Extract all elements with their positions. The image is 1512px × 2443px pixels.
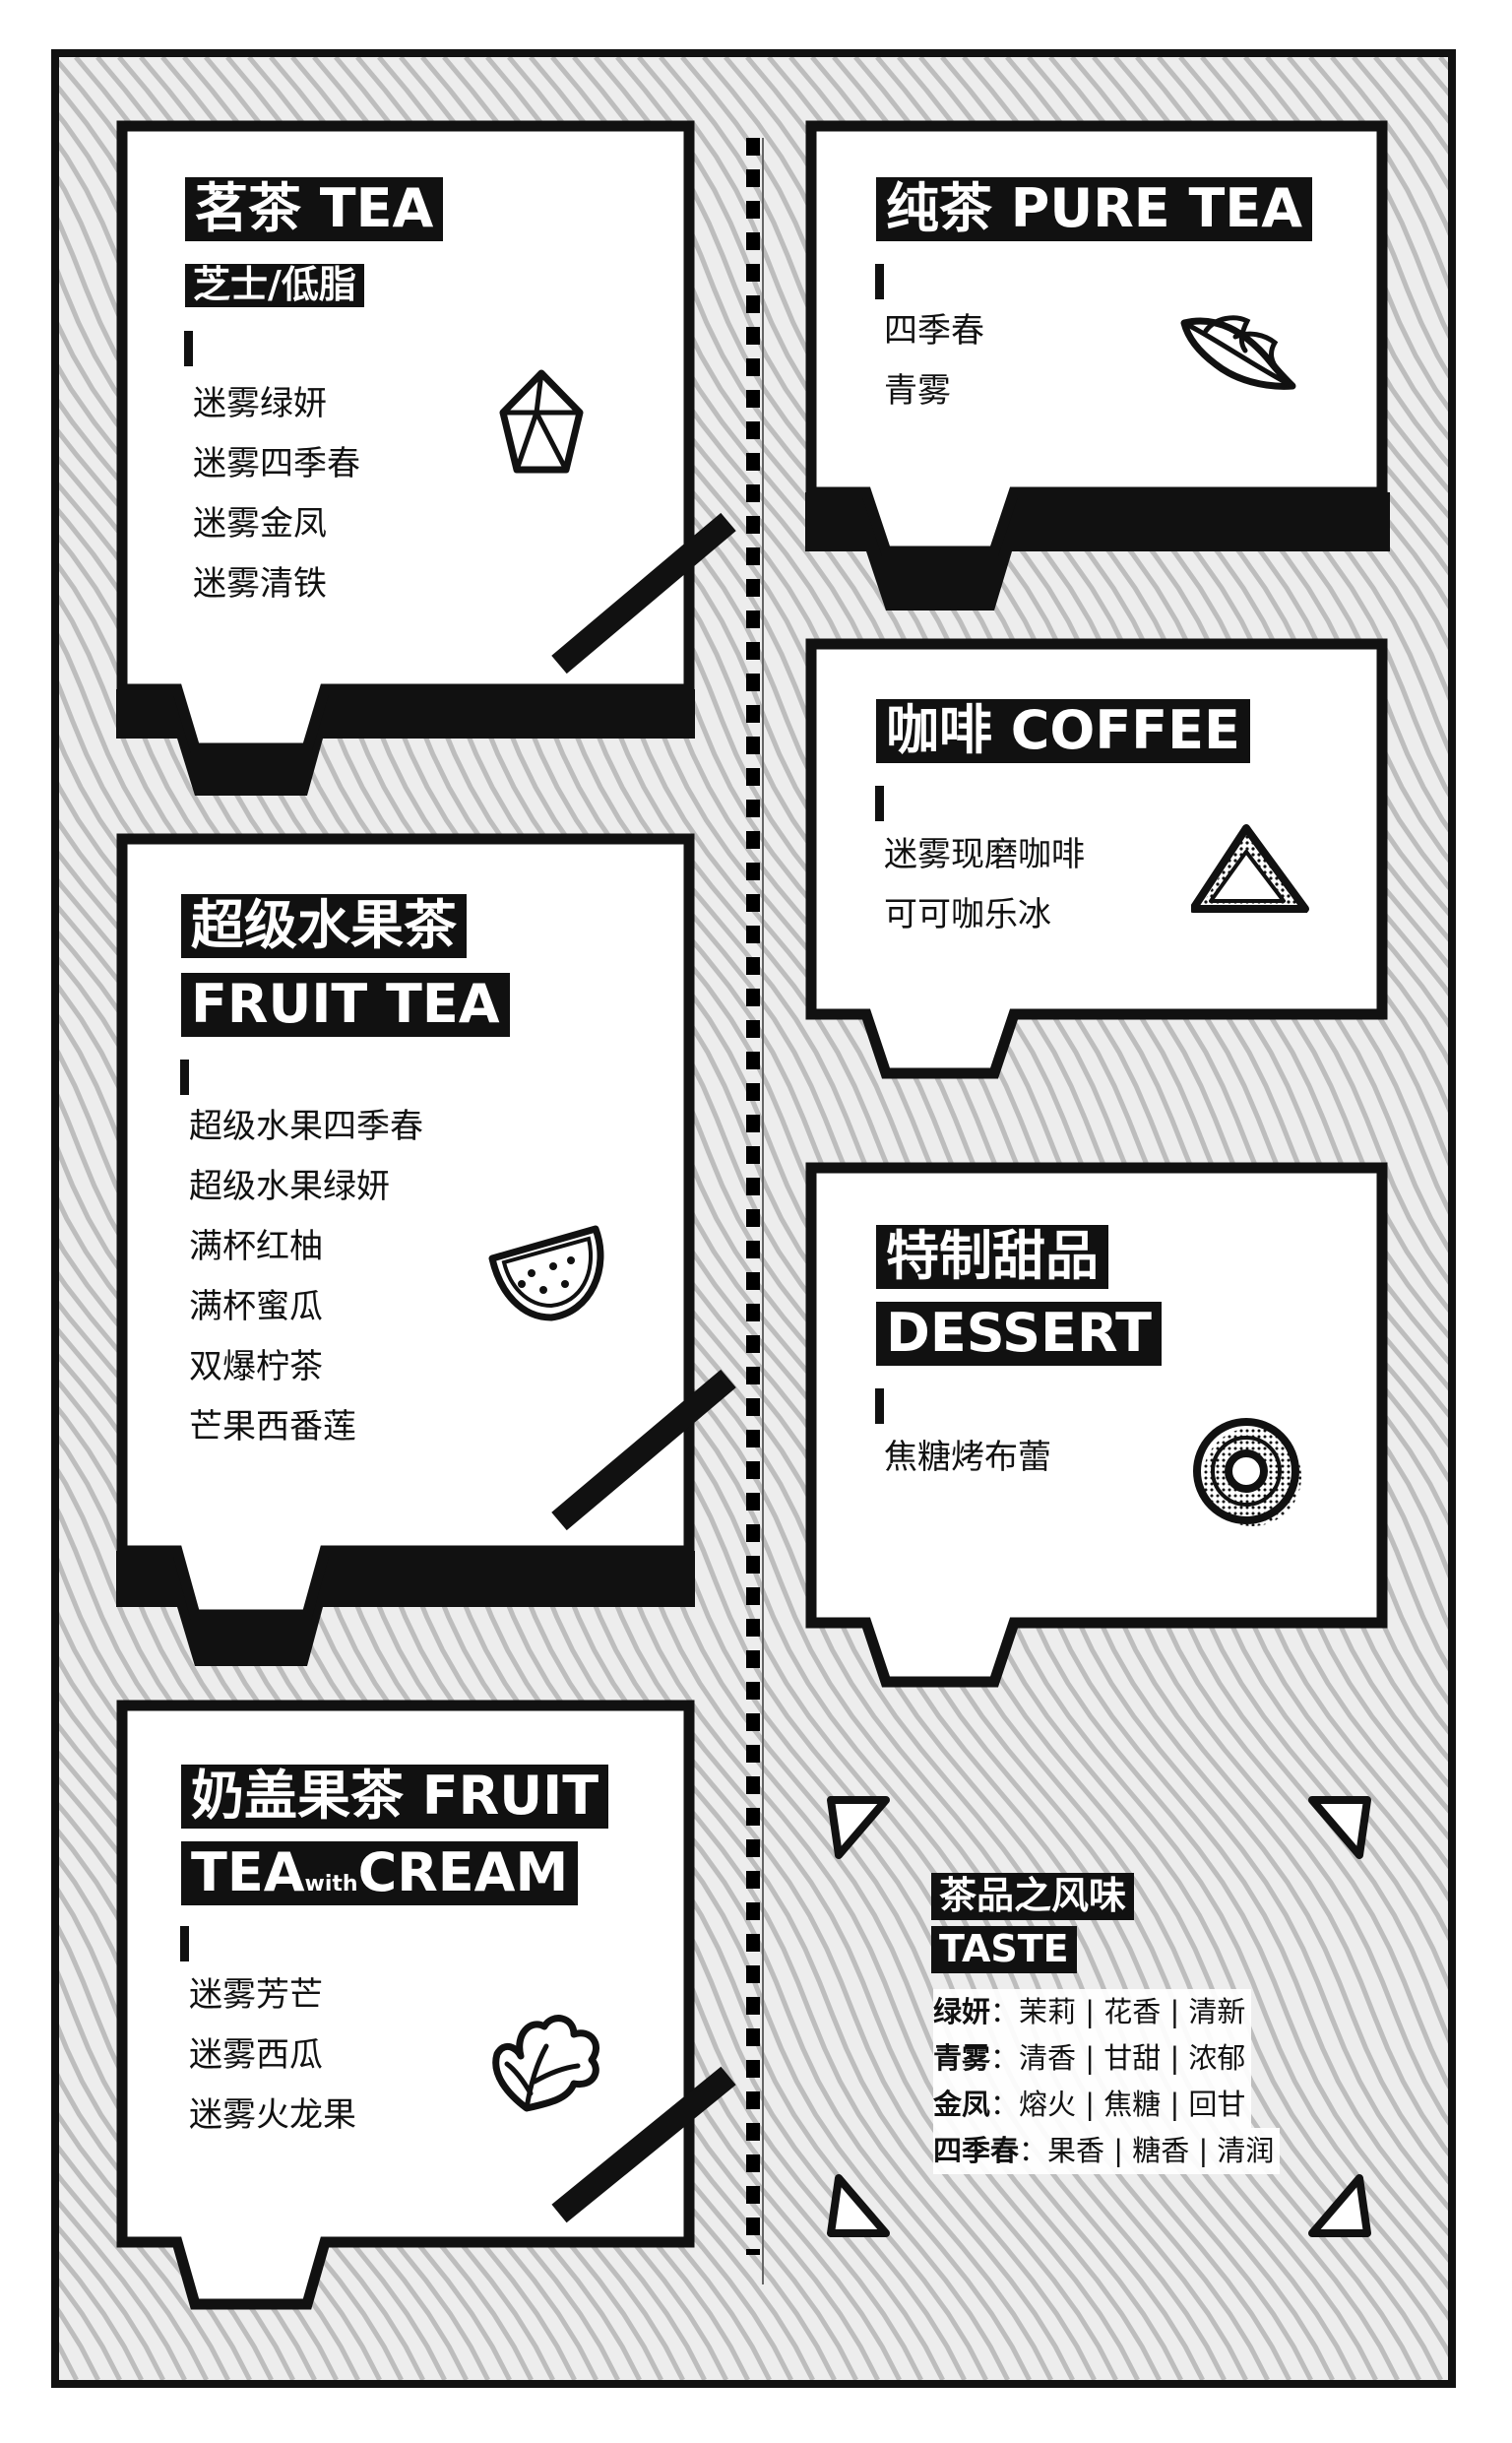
cream-tea-title-cream: CREAM xyxy=(357,1841,569,1903)
taste-title-cn: 茶品之风味 xyxy=(931,1873,1135,1920)
list-item: 迷雾绿妍 xyxy=(193,384,327,423)
taste-notes: ：茉莉 | 花香 | 清新 xyxy=(990,1995,1246,2028)
tea-title: 茗茶 TEA xyxy=(185,177,444,241)
fruit-tea-title-cn: 超级水果茶 xyxy=(181,894,467,958)
flower-leaf-icon xyxy=(492,2015,599,2112)
dessert-item-list: 焦糖烤布蕾 xyxy=(884,1428,1051,1488)
list-item: 满杯红柚 xyxy=(189,1227,323,1266)
taste-list: 绿妍：茉莉 | 花香 | 清新 青雾：清香 | 甘甜 | 浓郁 金凤：熔火 | … xyxy=(933,1989,1281,2174)
card-dessert-shape xyxy=(805,1162,1388,1688)
list-item: 迷雾西瓜 xyxy=(189,2035,323,2075)
list-item: 迷雾芳芒 xyxy=(189,1975,323,2015)
list-item: 满杯蜜瓜 xyxy=(189,1287,323,1326)
cream-tea-title-line1: 奶盖果茶 FRUIT xyxy=(181,1765,609,1829)
list-item: 迷雾四季春 xyxy=(193,444,360,483)
tea-subtitle: 芝士/低脂 xyxy=(185,264,364,307)
dessert-bar xyxy=(875,1388,884,1424)
fruit-tea-title-en: FRUIT TEA xyxy=(181,973,510,1037)
wave-line xyxy=(59,1887,360,2380)
cream-tea-title-with: with xyxy=(304,1872,358,1897)
wave-line xyxy=(1157,57,1448,520)
pure-tea-bar xyxy=(875,264,884,299)
divider-thin-line xyxy=(762,138,764,2284)
list-item: 迷雾现磨咖啡 xyxy=(884,835,1085,874)
taste-notes: ：果香 | 糖香 | 清润 xyxy=(1019,2134,1275,2167)
list-item: 超级水果绿妍 xyxy=(189,1167,390,1206)
taste-title-en: TASTE xyxy=(931,1926,1077,1973)
tea-bar xyxy=(184,331,193,366)
coffee-bar xyxy=(875,786,884,821)
taste-notes: ：清香 | 甘甜 | 浓郁 xyxy=(990,2041,1246,2075)
taste-name: 绿妍 xyxy=(933,1995,991,2028)
card-tea-straw xyxy=(551,512,736,675)
list-item: 双爆柠茶 xyxy=(189,1347,323,1386)
dessert-title-en: DESSERT xyxy=(876,1302,1162,1366)
list-item: 可可咖乐冰 xyxy=(884,895,1051,934)
taste-name: 金凤 xyxy=(933,2088,991,2121)
cream-tea-title-tea: TEA xyxy=(191,1841,305,1903)
divider-dashed-line xyxy=(746,138,760,2255)
taste-row: 金凤：熔火 | 焦糖 | 回甘 xyxy=(933,2082,1252,2128)
pure-tea-title: 纯茶 PURE TEA xyxy=(876,177,1313,241)
cream-tea-title-line2: TEAwithCREAM xyxy=(181,1841,579,1905)
coffee-title: 咖啡 COFFEE xyxy=(876,699,1250,763)
corner-top-left-icon xyxy=(827,1796,890,1859)
taste-row: 青雾：清香 | 甘甜 | 浓郁 xyxy=(933,2035,1252,2082)
wave-line xyxy=(1178,57,1448,493)
taste-name: 青雾 xyxy=(933,2041,991,2075)
list-item: 青雾 xyxy=(884,371,951,411)
taste-name: 四季春 xyxy=(933,2134,1020,2167)
tea-leaf-icon xyxy=(1180,315,1296,390)
list-item: 迷雾金凤 xyxy=(193,504,327,544)
fruit-tea-item-list: 超级水果四季春 超级水果绿妍 满杯红柚 满杯蜜瓜 双爆柠茶 芒果西番莲 xyxy=(189,1097,423,1457)
tea-gem-icon xyxy=(499,369,584,474)
dessert-title-cn: 特制甜品 xyxy=(876,1225,1108,1289)
taste-row: 绿妍：茉莉 | 花香 | 清新 xyxy=(933,1989,1252,2035)
tea-item-list: 迷雾绿妍 迷雾四季春 迷雾金凤 迷雾清铁 xyxy=(193,374,360,614)
card-fruit-straw xyxy=(551,1369,736,1531)
coffee-item-list: 迷雾现磨咖啡 可可咖乐冰 xyxy=(884,825,1085,945)
triangle-icon xyxy=(1191,824,1309,913)
corner-bottom-right-icon xyxy=(1308,2174,1371,2237)
cream-tea-bar xyxy=(180,1926,189,1961)
list-item: 四季春 xyxy=(884,311,984,351)
wave-line xyxy=(1200,57,1448,468)
corner-top-right-icon xyxy=(1308,1796,1371,1859)
pure-tea-item-list: 四季春 青雾 xyxy=(884,301,984,421)
list-item: 迷雾火龙果 xyxy=(189,2095,356,2135)
list-item: 芒果西番莲 xyxy=(189,1407,356,1447)
corner-bottom-left-icon xyxy=(827,2174,890,2237)
donut-icon xyxy=(1193,1418,1301,1526)
wave-line xyxy=(59,1969,317,2380)
card-cream-straw xyxy=(551,2066,736,2223)
list-item: 超级水果四季春 xyxy=(189,1107,423,1146)
taste-notes: ：熔火 | 焦糖 | 回甘 xyxy=(990,2088,1246,2121)
fruit-tea-bar xyxy=(180,1060,189,1095)
wave-line xyxy=(59,1924,339,2380)
list-item: 迷雾清铁 xyxy=(193,564,327,604)
watermelon-icon xyxy=(488,1225,604,1321)
taste-row: 四季春：果香 | 糖香 | 清润 xyxy=(933,2128,1281,2174)
cream-tea-item-list: 迷雾芳芒 迷雾西瓜 迷雾火龙果 xyxy=(189,1965,356,2146)
list-item: 焦糖烤布蕾 xyxy=(884,1438,1051,1477)
